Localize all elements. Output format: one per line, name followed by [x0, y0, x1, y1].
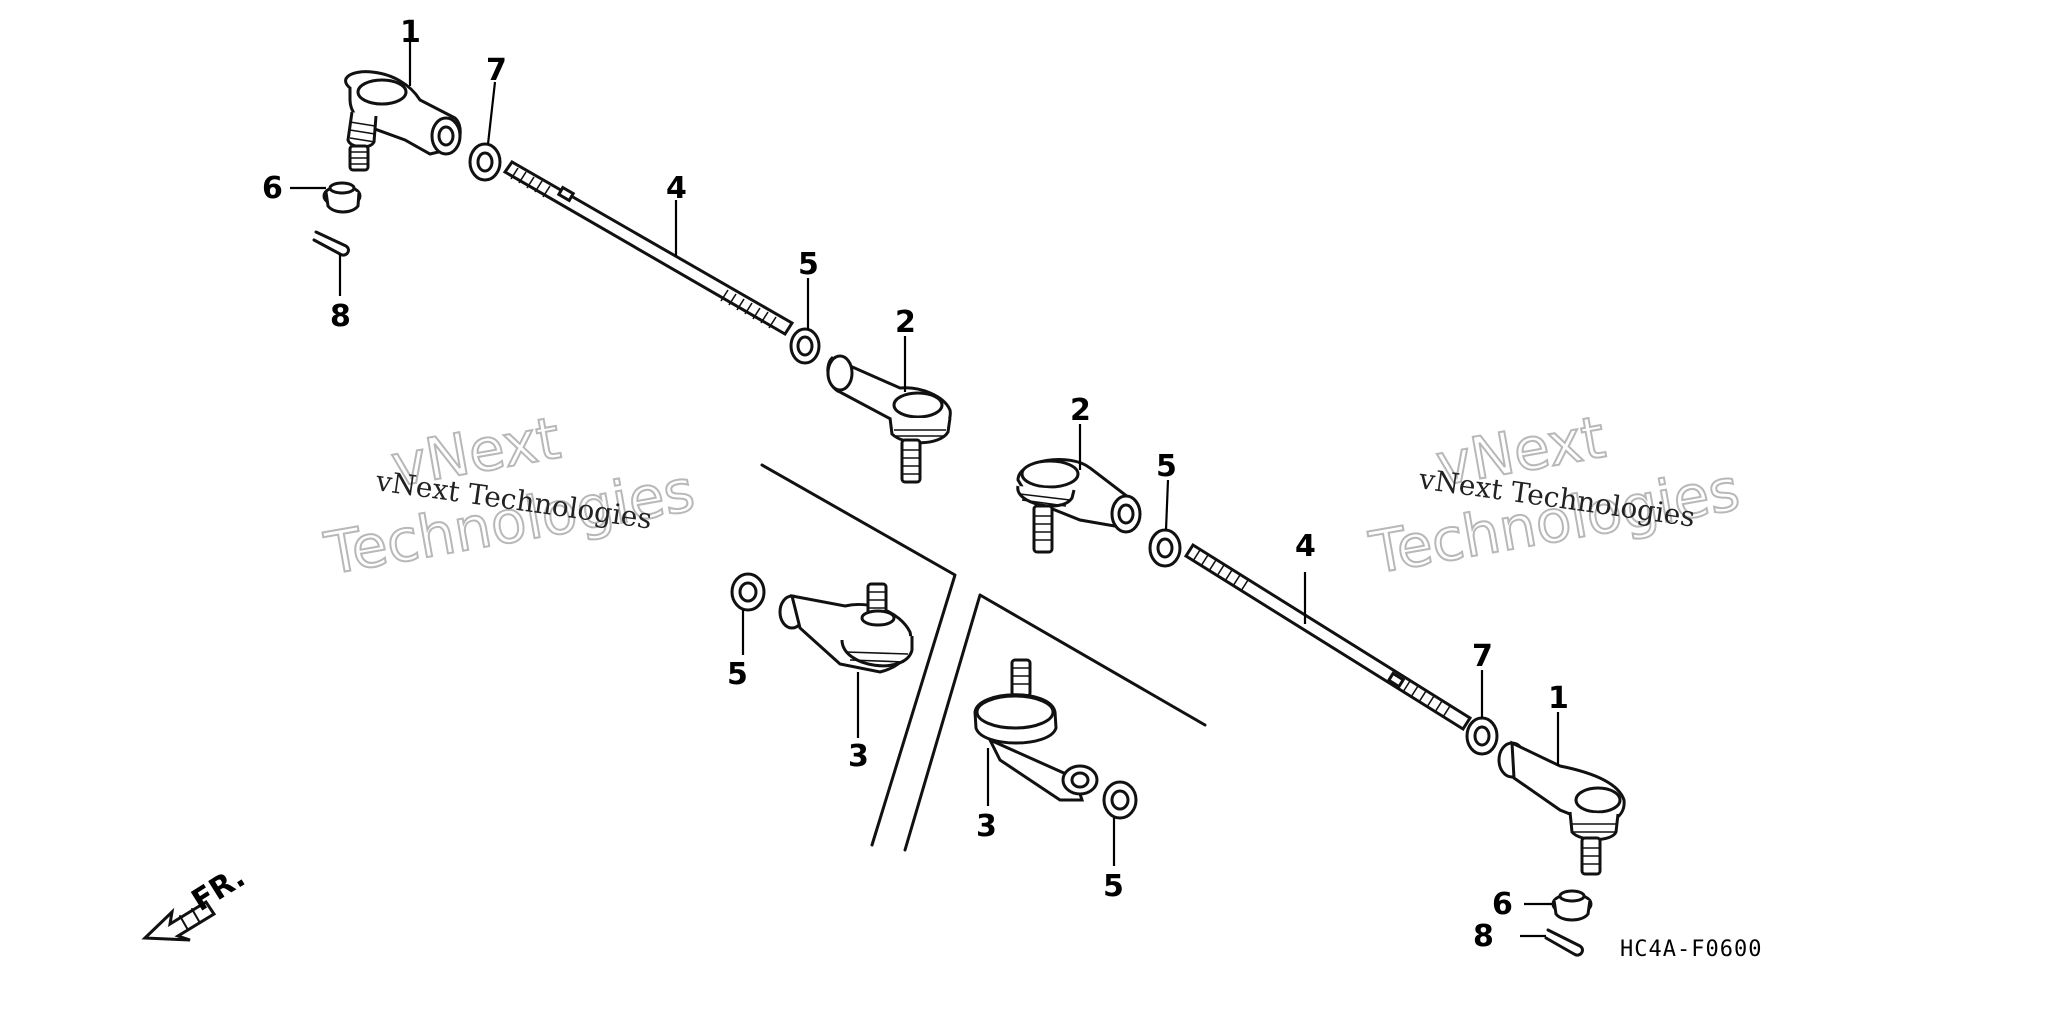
callout-1-right: 1: [1548, 681, 1569, 716]
callout-6-right: 6: [1492, 887, 1513, 922]
callout-4-lower: 4: [1295, 529, 1316, 564]
tie-rod-4-upper: [502, 160, 795, 337]
separator-lines: [760, 463, 1207, 852]
nut-5-center-right: [1102, 780, 1138, 820]
castle-nut-6-right: [1551, 889, 1593, 922]
callout-2-upper: 2: [895, 305, 916, 340]
callout-leaders: [290, 38, 1560, 938]
front-direction-arrow-icon: [141, 899, 217, 942]
callout-5-center-left: 5: [727, 657, 748, 692]
callout-7-upper-left: 7: [486, 53, 507, 88]
nut-7-right: [1465, 716, 1499, 756]
callout-8-right: 8: [1473, 919, 1494, 954]
callout-5-center-right: 5: [1103, 869, 1124, 904]
callout-2-right: 2: [1070, 393, 1091, 428]
castle-nut-6-left: [322, 181, 362, 214]
tie-rod-end-3-left: [778, 582, 914, 674]
callout-8-upper-left: 8: [330, 299, 351, 334]
nut-5-right: [1148, 528, 1182, 568]
callout-3-center-left: 3: [848, 739, 869, 774]
diagram-code: HC4A-F0600: [1620, 937, 1762, 962]
tie-rod-end-3-right: [973, 658, 1099, 802]
nut-7-left: [468, 142, 502, 182]
nut-5-upper: [789, 327, 821, 365]
callout-6-upper-left: 6: [262, 171, 283, 206]
tie-rod-end-1-right: [1497, 740, 1626, 876]
tie-rod-end-1-left: [344, 70, 462, 172]
tie-rod-end-2-upper: [826, 354, 952, 484]
cotter-pin-8-right: [1544, 928, 1584, 957]
tie-rod-end-2-right: [1016, 458, 1142, 554]
cotter-pin-8-left: [312, 230, 350, 257]
callout-1-upper-left: 1: [400, 15, 421, 50]
callout-5-right: 5: [1156, 449, 1177, 484]
callout-5-upper: 5: [798, 247, 819, 282]
tie-rod-4-lower: [1183, 542, 1473, 732]
callout-4-upper: 4: [666, 171, 687, 206]
nut-5-center-left: [730, 572, 766, 612]
callout-7-right: 7: [1472, 639, 1493, 674]
callout-3-center-right: 3: [976, 809, 997, 844]
